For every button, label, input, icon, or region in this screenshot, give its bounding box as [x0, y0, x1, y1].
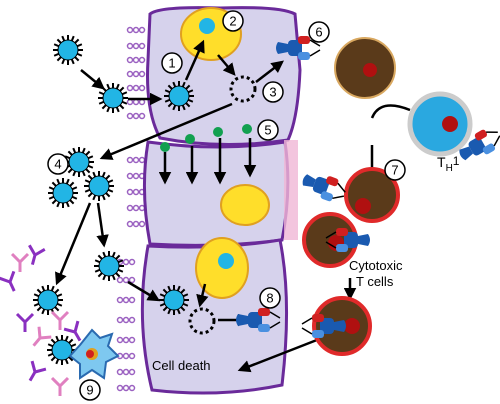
mhc-tcr-complex-icon	[325, 228, 370, 252]
th1-label: TH1	[437, 154, 460, 174]
viral-genome-icon	[218, 253, 234, 269]
cilium-icon	[116, 316, 136, 324]
virus-icon	[94, 251, 124, 281]
step-number-5: 5	[257, 119, 279, 141]
step-number-7: 7	[384, 159, 406, 181]
cell-death-label: Cell death	[152, 358, 211, 373]
assembling-virion-icon	[188, 307, 216, 335]
svg-text:7: 7	[391, 163, 398, 178]
cytotoxic-t-cell-icon	[302, 212, 358, 268]
svg-text:8: 8	[266, 291, 273, 306]
svg-text:9: 9	[86, 383, 93, 398]
cytotoxic-label-line2: T cells	[356, 274, 394, 289]
cilium-icon	[126, 188, 146, 196]
cilium-icon	[116, 296, 136, 304]
step-number-3: 3	[262, 81, 284, 103]
macrophage-icon	[68, 328, 120, 380]
mhc-tcr-complex-icon	[302, 174, 346, 202]
mhc-tcr-complex-icon	[276, 36, 321, 60]
svg-text:3: 3	[269, 85, 276, 100]
cilium-icon	[126, 112, 146, 120]
svg-text:1: 1	[168, 56, 175, 71]
virus-icon	[159, 285, 189, 315]
mhc-tcr-complex-icon	[459, 129, 500, 161]
cilium-icon	[116, 336, 136, 344]
svg-text:2: 2	[229, 14, 236, 29]
epithelial-cell-bottom	[140, 237, 289, 395]
cilium-icon	[116, 258, 136, 266]
virus-icon	[33, 285, 63, 315]
cilium-icon	[126, 70, 146, 78]
cilium-icon	[126, 26, 146, 34]
secreted-granules	[160, 124, 252, 152]
virus-icon	[98, 83, 128, 113]
cilium-icon	[126, 172, 146, 180]
nucleus-middle	[220, 184, 270, 226]
mhc-tcr-complex-icon	[236, 308, 281, 332]
step-number-6: 6	[308, 21, 330, 43]
virus-icon	[53, 35, 83, 65]
svg-text:4: 4	[54, 157, 61, 172]
virus-icon	[164, 81, 194, 111]
cilium-icon	[126, 42, 146, 50]
step-number-1: 1	[161, 52, 183, 74]
virus-icon	[47, 335, 77, 365]
svg-text:5: 5	[264, 123, 271, 138]
th1-help-arrow	[370, 104, 411, 119]
cytotoxic-label-line1: Cytotoxic	[349, 258, 403, 273]
cilium-icon	[116, 352, 136, 360]
cilium-icon	[116, 368, 136, 376]
step-number-8: 8	[259, 287, 281, 309]
mhc-tcr-complex-icon	[301, 314, 346, 338]
viral-genome-icon	[199, 18, 215, 34]
step-number-2: 2	[222, 10, 244, 32]
nucleus-bottom	[195, 237, 249, 299]
cilium-icon	[126, 56, 146, 64]
antibody-icon	[0, 244, 82, 396]
process-arrows	[55, 39, 379, 373]
t-cell-icon	[334, 37, 396, 99]
step-number-4: 4	[47, 153, 69, 175]
epithelial-cell-top	[146, 6, 302, 147]
cell-junction	[284, 140, 298, 240]
cilium-icon	[126, 156, 146, 164]
cilium-icon	[126, 220, 146, 228]
cytotoxic-t-cell-icon	[344, 167, 400, 223]
cilium-icon	[116, 276, 136, 284]
cilia-icon	[116, 26, 146, 392]
assembling-virion-icon	[229, 75, 257, 103]
virus-icon	[84, 171, 114, 201]
th1-cell-icon	[407, 91, 473, 157]
cilium-icon	[126, 84, 146, 92]
svg-text:6: 6	[315, 25, 322, 40]
virus-icon	[48, 178, 78, 208]
cilium-icon	[116, 384, 136, 392]
cilium-icon	[126, 204, 146, 212]
step-number-9: 9	[79, 379, 101, 401]
